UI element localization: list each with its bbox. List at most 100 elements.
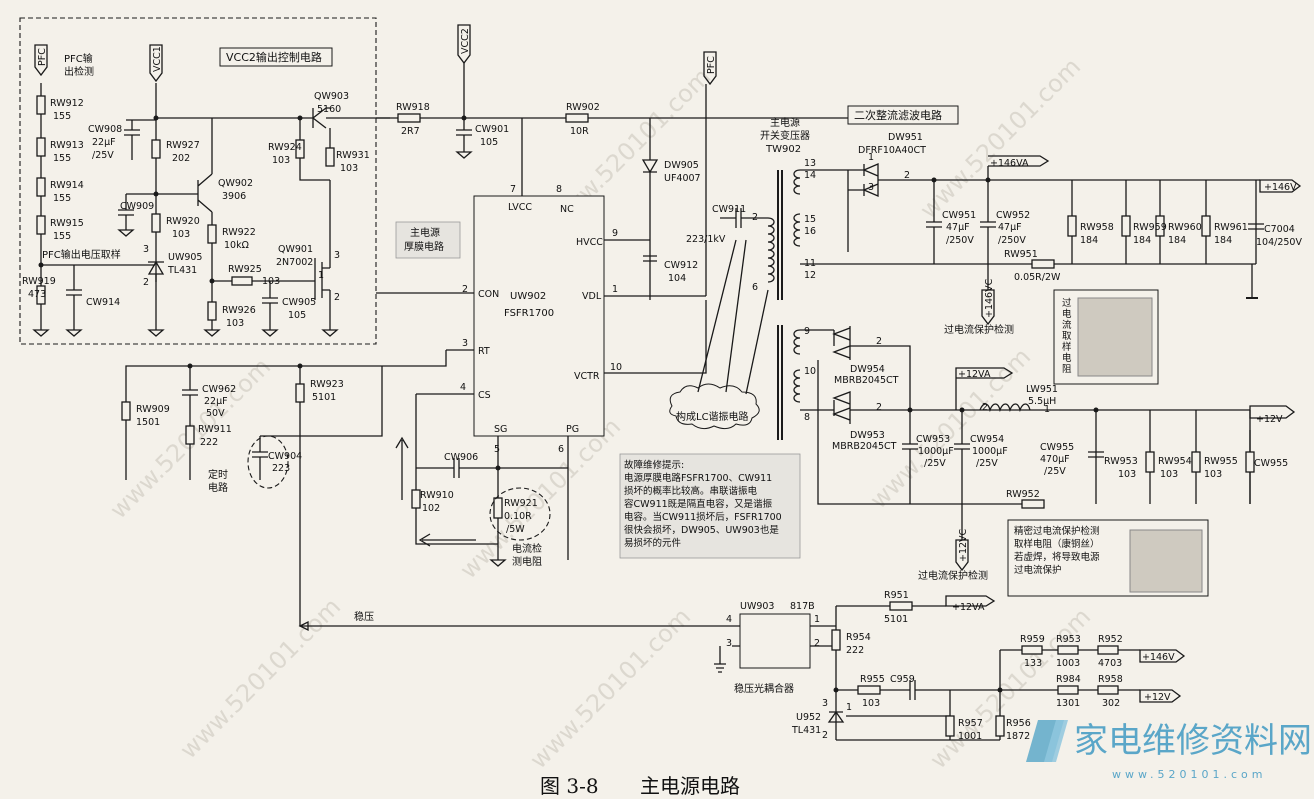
rw927-val: 202 [172,153,190,164]
rw954-ref: RW954 [1158,456,1192,467]
r958-ref: R958 [1098,674,1123,685]
secondary-title-box [847,105,959,125]
dw953-pin2: 2 [876,402,882,413]
rw921-val1: 0.10R [504,511,532,522]
dw905-val: UF4007 [664,173,701,184]
uw903-pin4: 4 [726,614,732,625]
dw953-val: MBRB2045CT [832,441,897,452]
pin-num-3: 3 [462,338,468,349]
rail-pfc: PFC [34,44,48,77]
rw924-val: 103 [272,155,290,166]
rw902-val: 10R [570,126,589,137]
r954-res [831,629,841,651]
u952-pin3: 3 [822,698,828,709]
fb-12v: +12V [1144,692,1171,703]
dw951-diode [800,163,1260,252]
r953-ref: R953 [1056,634,1081,645]
cw955-val1: 470μF [1040,454,1070,465]
cw905-val: 105 [288,310,306,321]
rw953-ref: RW953 [1104,456,1138,467]
pfc-divider-chain [32,83,50,337]
rail-12vc-flag [955,539,969,572]
pfc-sample-label: PFC输出电压取样 [42,248,121,261]
pin-num-7: 7 [510,184,516,195]
r984-val: 1301 [1056,698,1080,709]
rw918-val: 2R7 [401,126,420,137]
qw901-val: 2N7002 [276,257,313,268]
current-arrow-up [395,436,409,500]
rw913-val: 155 [53,153,71,164]
svg-text:www.520101.com: www.520101.com [914,53,1086,225]
r959-res [1021,645,1043,655]
r957-ref: R957 [958,718,983,729]
rw912-ref: RW912 [50,98,84,109]
uw905-ref: UW905 [168,252,202,263]
rw910-ref: RW910 [420,490,454,501]
tw902-pin8: 8 [804,412,810,423]
qw903-transistor [312,107,390,148]
rail-146v-out: +146V [1264,182,1297,193]
r958-res [1097,685,1119,695]
cw908-ref: CW908 [88,124,122,135]
rw951-val: 0.05R/2W [1014,272,1061,283]
cw962-cap [182,366,198,480]
rt-timing-wiring [125,292,732,627]
cw909-cap [117,193,156,237]
rw911-val: 222 [200,437,218,448]
cw955-val2: /25V [1044,466,1066,477]
load-resistors-146 [1067,180,1264,264]
cw951-cw952-caps [926,166,996,290]
pin-cs: CS [478,390,491,401]
u952-tl431 [827,700,1000,741]
rw925-res [231,276,253,286]
qw901-mosfet [314,180,339,337]
cw908-cap [124,119,156,160]
r956-res [995,715,1005,737]
svg-text:PFC: PFC [37,48,48,66]
pin-num-6: 6 [558,444,564,455]
uw905-pin2: 2 [143,277,149,288]
cw914-ref: CW914 [86,297,120,308]
qw903-ref: QW903 [314,91,349,102]
rw924-ref: RW924 [268,142,302,153]
rw926-line [203,243,221,337]
pin-vctr: VCTR [574,371,600,382]
cw905-cap [261,281,279,337]
rw931-res [325,147,335,167]
logo-text: 家电维修资料网 [1074,721,1312,761]
qw902-val: 3906 [222,191,246,202]
pin-num-4: 4 [460,382,466,393]
r952-res [1097,645,1119,655]
cw953-cw954-caps [902,410,970,540]
r956-ref: R956 [1006,718,1031,729]
qw901-pin2: 2 [334,292,340,303]
rw931-val: 103 [340,163,358,174]
rw918-ref: RW918 [396,102,430,113]
tw902-pin2: 2 [752,212,758,223]
r959-ref: R959 [1020,634,1045,645]
cw904-ref: CW904 [268,451,302,462]
cw905-ref: CW905 [282,297,316,308]
pin-num-2: 2 [462,284,468,295]
pin-con: CON [478,289,499,300]
r955-res [857,685,881,695]
rail-12v-out: +12V [1256,414,1283,425]
r954-val: 222 [846,645,864,656]
regulation-arrow [298,620,309,632]
rw927-res [151,139,161,159]
rw926-val: 103 [226,318,244,329]
rw920-ref: RW920 [166,216,200,227]
svg-text:VCC2: VCC2 [460,28,471,54]
rw913-ref: RW913 [50,140,84,151]
qw902-transistor [156,118,213,225]
cw904-val: 223 [272,463,290,474]
c959-ref: C959 [890,674,915,685]
svg-text:www.520101.com: www.520101.com [174,593,346,765]
cw911-val: 223/1kV [686,234,726,245]
uw902-part: FSFR1700 [504,308,554,319]
dw954-val: MBRB2045CT [834,375,899,386]
rw955-ref: RW955 [1204,456,1238,467]
rail-146va: +146VA [990,158,1029,169]
rw923-val: 5101 [312,392,336,403]
current-arrow-left [418,533,476,547]
